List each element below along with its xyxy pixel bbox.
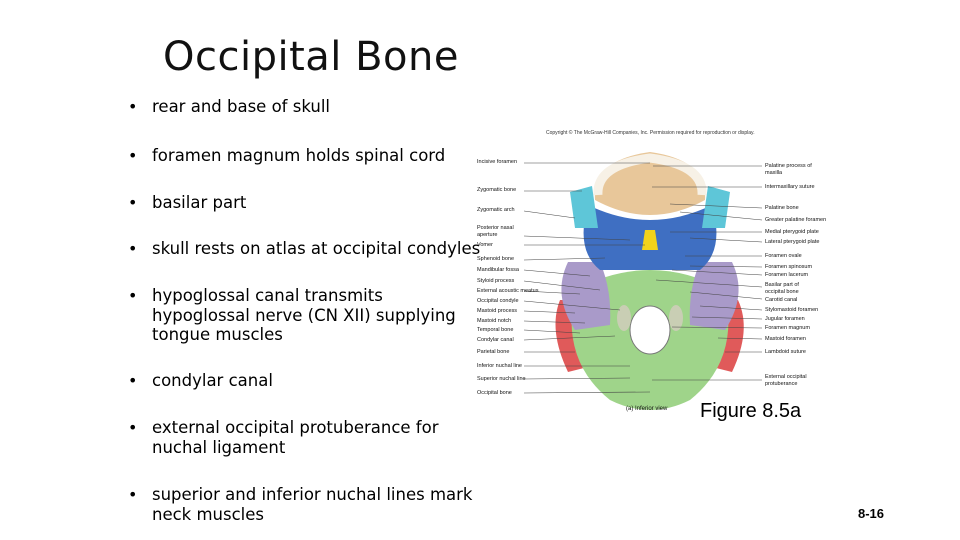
label-temporal-bone: Temporal bone	[477, 327, 514, 333]
label-foramen-lacerum: Foramen lacerum	[765, 272, 809, 278]
label-mandibular-fossa: Mandibular fossa	[477, 267, 519, 273]
label-zygomatic-arch: Zygomatic arch	[477, 207, 515, 213]
label-intermaxillary-suture: Intermaxillary suture	[765, 184, 815, 190]
occipital-condyle-shape-right	[669, 305, 683, 331]
label-carotid-canal: Carotid canal	[765, 297, 798, 303]
bullet-dot: •	[128, 485, 138, 504]
label-superior-nuchal-line: Superior nuchal line	[477, 376, 526, 382]
bullet-item: •superior and inferior nuchal lines mark…	[128, 485, 473, 524]
bullet-item: •condylar canal	[128, 371, 273, 390]
foramen-magnum-shape	[629, 305, 671, 355]
label-foramen-ovale: Foramen ovale	[765, 253, 802, 259]
temporal-bone-shape-right	[689, 262, 739, 330]
label-foramen-spinosum: Foramen spinosum	[765, 264, 813, 270]
label-foramen-magnum: Foramen magnum	[765, 325, 810, 331]
bullet-item: •hypoglossal canal transmits hypoglossal…	[128, 286, 456, 344]
label-parietal-bone: Parietal bone	[477, 349, 510, 355]
bullet-dot: •	[128, 239, 138, 258]
label-mastoid-notch: Mastoid notch	[477, 318, 512, 324]
zygomatic-bone-shape-right	[702, 186, 730, 228]
label-occipital-condyle: Occipital condyle	[477, 298, 519, 304]
label-external-acoustic-meatus: External acoustic meatus	[477, 288, 539, 294]
bullet-dot: •	[128, 146, 138, 165]
label-palatine-bone: Palatine bone	[765, 205, 799, 211]
copyright-notice: Copyright © The McGraw-Hill Companies, I…	[546, 130, 755, 136]
label-incisive-foramen: Incisive foramen	[477, 159, 518, 165]
bullet-item: •external occipital protuberance for nuc…	[128, 418, 439, 457]
label-mastoid-process: Mastoid process	[477, 308, 518, 314]
label-sphenoid-bone: Sphenoid bone	[477, 256, 515, 262]
label-posterior-nasal-aperture: Posterior nasal aperture	[477, 225, 514, 238]
label-zygomatic-bone: Zygomatic bone	[477, 187, 517, 193]
label-mastoid-foramen: Mastoid foramen	[765, 336, 806, 342]
zygomatic-bone-shape	[570, 186, 598, 228]
label-vomer: Vomer	[477, 242, 493, 248]
label-stylomastoid-foramen: Stylomastoid foramen	[765, 307, 819, 313]
teeth-row	[593, 153, 707, 196]
bullet-item: •foramen magnum holds spinal cord	[128, 146, 446, 165]
label-styloid-process: Styloid process	[477, 278, 515, 284]
bullet-dot: •	[128, 418, 138, 437]
right-leader-lines	[652, 165, 763, 381]
bullet-dot: •	[128, 97, 138, 116]
left-leader-lines	[523, 162, 651, 394]
figure-caption: Figure 8.5a	[700, 400, 802, 422]
label-lateral-pterygoid-plate: Lateral pterygoid plate	[765, 239, 820, 245]
label-palatine-process-of-maxilla: Palatine process of maxilla	[765, 163, 812, 176]
occipital-condyle-shape	[617, 305, 631, 331]
slide-title: Occipital Bone	[163, 34, 459, 80]
bullet-item: •basilar part	[128, 193, 247, 212]
vomer-shape	[642, 230, 658, 250]
bullet-item: •rear and base of skull	[128, 97, 330, 116]
label-lambdoid-suture: Lambdoid suture	[765, 349, 806, 355]
label-greater-palatine-foramen: Greater palatine foramen	[765, 217, 827, 223]
label-external-occipital-protuberance: External occipital protuberance	[765, 374, 807, 387]
page-number: 8-16	[858, 506, 885, 521]
label-occipital-bone: Occipital bone	[477, 390, 512, 396]
label-jugular-foramen: Jugular foramen	[765, 316, 805, 322]
bullet-dot: •	[128, 286, 138, 305]
label-condylar-canal: Condylar canal	[477, 337, 514, 343]
label-medial-pterygoid-plate: Medial pterygoid plate	[765, 229, 819, 235]
bullet-dot: •	[128, 193, 138, 212]
bullet-item: •skull rests on atlas at occipital condy…	[128, 239, 481, 258]
label-basilar-part-of-occipital-bone: Basilar part of occipital bone	[765, 282, 799, 295]
figure-subcaption: (a) Inferior view	[626, 406, 668, 412]
label-inferior-nuchal-line: Inferior nuchal line	[477, 363, 522, 369]
bullet-dot: •	[128, 371, 138, 390]
